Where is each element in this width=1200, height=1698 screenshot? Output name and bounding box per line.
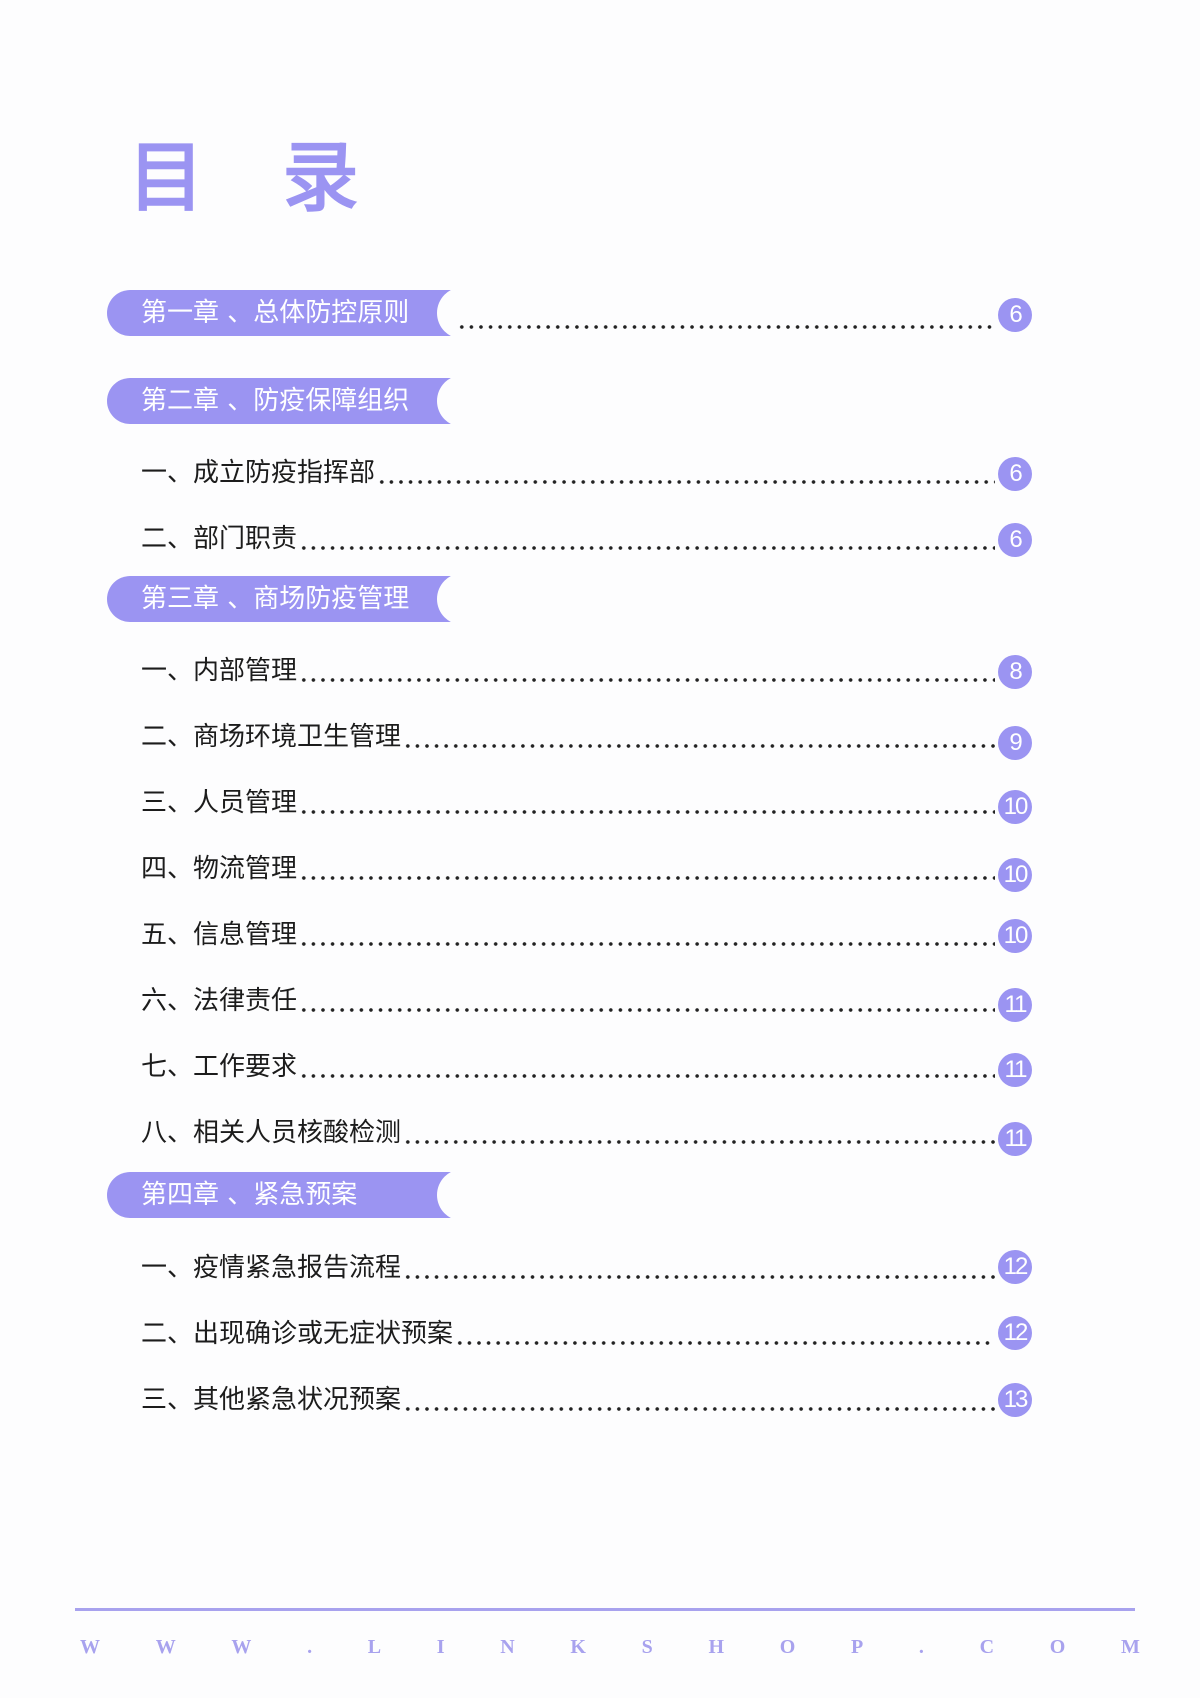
dot-leader bbox=[457, 297, 995, 333]
page-badge[interactable]: 6 bbox=[998, 523, 1032, 557]
toc-item-label: 八、相关人员核酸检测 bbox=[141, 1117, 402, 1148]
footer-letter: W bbox=[80, 1636, 100, 1658]
dot-leader bbox=[299, 518, 995, 554]
footer-letter: N bbox=[500, 1636, 515, 1658]
dot-leader bbox=[299, 650, 995, 686]
footer-letter: W bbox=[231, 1636, 252, 1658]
banner-notch bbox=[437, 378, 467, 424]
toc-item[interactable]: 五、信息管理 bbox=[141, 914, 999, 950]
toc-item-label: 二、出现确诊或无症状预案 bbox=[141, 1318, 454, 1349]
page-badge[interactable]: 6 bbox=[998, 457, 1032, 491]
page-badge[interactable]: 10 bbox=[998, 858, 1032, 892]
footer-letter: O bbox=[779, 1636, 796, 1658]
dot-leader bbox=[299, 914, 995, 950]
footer-letter: K bbox=[570, 1636, 586, 1658]
page-title: 目 录 bbox=[128, 133, 385, 222]
footer-letter: M bbox=[1120, 1636, 1140, 1658]
toc-item[interactable]: 一、内部管理 bbox=[141, 650, 999, 686]
toc-item-label: 二、部门职责 bbox=[141, 523, 298, 554]
toc-item[interactable]: 二、出现确诊或无症状预案 bbox=[141, 1313, 999, 1349]
toc-item-label: 四、物流管理 bbox=[141, 853, 298, 884]
banner-notch bbox=[437, 1172, 467, 1218]
toc-item[interactable]: 二、部门职责 bbox=[141, 518, 999, 554]
footer-letter: S bbox=[641, 1636, 653, 1658]
footer-letter: C bbox=[979, 1636, 995, 1658]
dot-leader bbox=[299, 782, 995, 818]
dot-leader bbox=[299, 1046, 995, 1082]
chapter-banner-4[interactable]: 第四章 、紧急预案 bbox=[107, 1172, 467, 1218]
toc-item[interactable]: 一、疫情紧急报告流程 bbox=[141, 1247, 999, 1283]
page-badge[interactable]: 12 bbox=[998, 1250, 1032, 1284]
chapter-banner-2[interactable]: 第二章 、防疫保障组织 bbox=[107, 378, 467, 424]
dot-leader bbox=[299, 980, 995, 1016]
dot-leader bbox=[403, 1112, 995, 1148]
chapter-label: 第三章 、商场防疫管理 bbox=[141, 584, 410, 614]
toc-item[interactable]: 一、成立防疫指挥部 bbox=[141, 452, 999, 488]
toc-item-label: 三、其他紧急状况预案 bbox=[141, 1384, 402, 1415]
page-badge[interactable]: 11 bbox=[998, 988, 1032, 1022]
toc-item-label: 三、人员管理 bbox=[141, 787, 298, 818]
toc-item-label: 五、信息管理 bbox=[141, 919, 298, 950]
footer-letter: P bbox=[850, 1636, 864, 1658]
page-badge[interactable]: 11 bbox=[998, 1053, 1032, 1087]
page-badge[interactable]: 11 bbox=[998, 1122, 1032, 1156]
footer-letter: H bbox=[708, 1636, 725, 1658]
toc-item[interactable]: 七、工作要求 bbox=[141, 1046, 999, 1082]
dot-leader bbox=[377, 452, 995, 488]
dot-leader bbox=[403, 1379, 995, 1415]
page-badge[interactable]: 6 bbox=[998, 298, 1032, 332]
toc-item[interactable]: 八、相关人员核酸检测 bbox=[141, 1112, 999, 1148]
toc-item-label: 一、内部管理 bbox=[141, 655, 298, 686]
chapter-banner-3[interactable]: 第三章 、商场防疫管理 bbox=[107, 576, 467, 622]
page-badge[interactable]: 10 bbox=[998, 919, 1032, 953]
toc-item[interactable]: 六、法律责任 bbox=[141, 980, 999, 1016]
toc-item[interactable]: 三、人员管理 bbox=[141, 782, 999, 818]
footer-divider bbox=[75, 1608, 1135, 1611]
footer-letter: I bbox=[436, 1636, 445, 1658]
toc-item[interactable]: 四、物流管理 bbox=[141, 848, 999, 884]
toc-item-label: 一、成立防疫指挥部 bbox=[141, 457, 376, 488]
dot-leader bbox=[299, 848, 995, 884]
chapter-banner-1[interactable]: 第一章 、总体防控原则 bbox=[107, 290, 467, 336]
footer-website[interactable]: W W W . L I N K S H O P . C O M bbox=[80, 1636, 1140, 1659]
toc-item-label: 六、法律责任 bbox=[141, 985, 298, 1016]
page-badge[interactable]: 13 bbox=[998, 1383, 1032, 1417]
page-badge[interactable]: 10 bbox=[998, 790, 1032, 824]
footer-letter: . bbox=[918, 1636, 924, 1658]
toc-item-label: 七、工作要求 bbox=[141, 1051, 298, 1082]
toc-item-label: 二、商场环境卫生管理 bbox=[141, 721, 402, 752]
page-badge[interactable]: 8 bbox=[998, 655, 1032, 689]
toc-item[interactable]: 三、其他紧急状况预案 bbox=[141, 1379, 999, 1415]
toc-item-label: 一、疫情紧急报告流程 bbox=[141, 1252, 402, 1283]
dot-leader bbox=[403, 716, 995, 752]
footer-letter: . bbox=[307, 1636, 313, 1658]
chapter-label: 第四章 、紧急预案 bbox=[141, 1180, 358, 1210]
page-badge[interactable]: 12 bbox=[998, 1316, 1032, 1350]
chapter-label: 第二章 、防疫保障组织 bbox=[141, 386, 410, 416]
footer-letter: O bbox=[1049, 1636, 1066, 1658]
chapter-label: 第一章 、总体防控原则 bbox=[141, 298, 410, 328]
footer-letter: W bbox=[155, 1636, 176, 1658]
page-badge[interactable]: 9 bbox=[998, 726, 1032, 760]
dot-leader bbox=[455, 1313, 995, 1349]
toc-item[interactable]: 二、商场环境卫生管理 bbox=[141, 716, 999, 752]
footer-letter: L bbox=[367, 1636, 382, 1658]
chapter-1-leader-row bbox=[455, 297, 999, 333]
dot-leader bbox=[403, 1247, 995, 1283]
banner-notch bbox=[437, 576, 467, 622]
